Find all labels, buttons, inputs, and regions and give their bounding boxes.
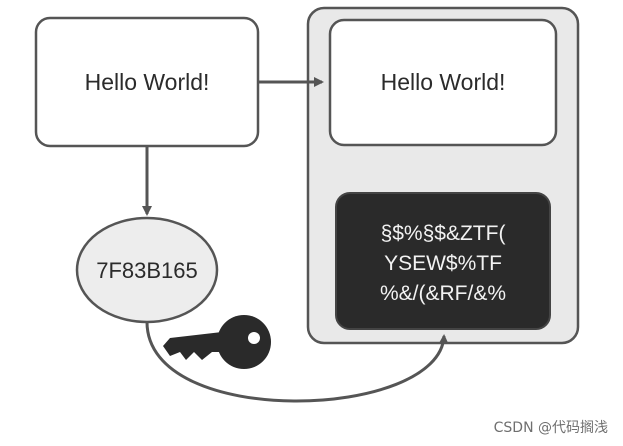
cipher-line-3: %&/(&RF/&%: [380, 282, 506, 305]
cipher-line-2: YSEW$%TF: [384, 252, 502, 275]
cipher-line-1: §$%§$&ZTF(: [381, 222, 506, 245]
received-label: Hello World!: [381, 69, 506, 95]
hash-label: 7F83B165: [96, 258, 198, 283]
received-box: [328, 18, 558, 147]
plaintext-label: Hello World!: [85, 69, 210, 95]
watermark: CSDN @代码搁浅: [494, 420, 608, 436]
cipher-box: [335, 192, 551, 330]
key-icon: [163, 315, 271, 369]
encrypt-arrow: [145, 321, 449, 403]
